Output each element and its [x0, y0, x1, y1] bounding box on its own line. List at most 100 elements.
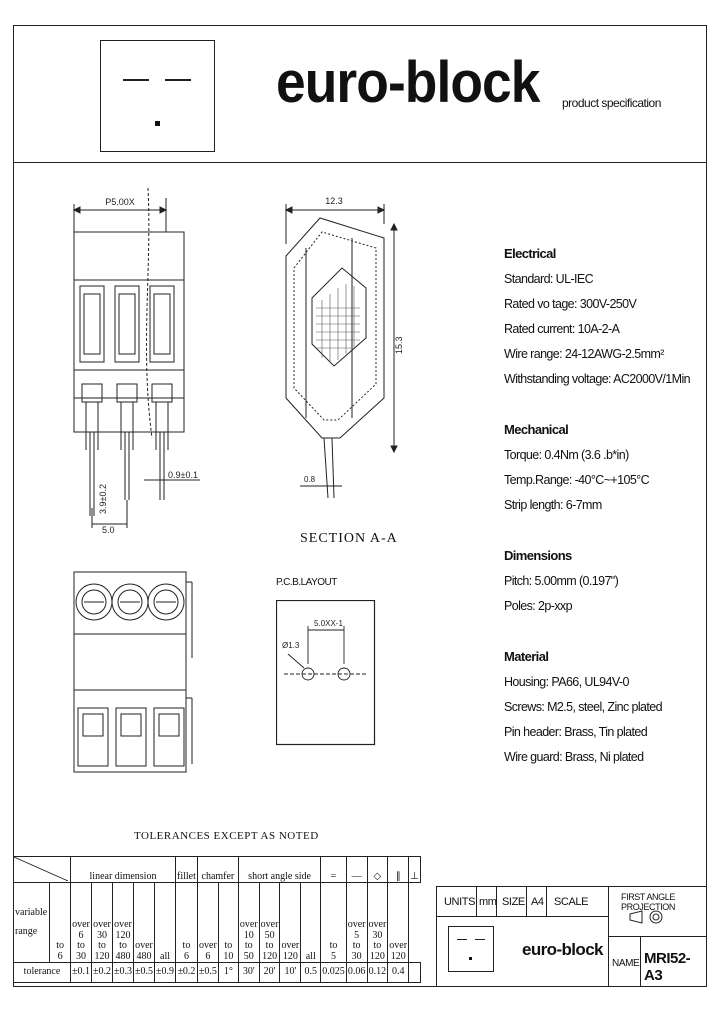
tolerance-range-line: to: [98, 940, 106, 951]
tolerance-range-line: 50: [264, 929, 275, 941]
tolerance-range-line: 10: [223, 950, 234, 962]
tolerance-value-cell: ±0.5: [133, 962, 155, 983]
logo-dot: [469, 957, 472, 960]
tolerance-value-cell: ±0.1: [70, 962, 92, 983]
pcb-hole-label: Ø1.3: [282, 641, 300, 650]
dim-pin-size-label: 0.9±0.1: [168, 470, 198, 480]
title-block-brand: euro-block: [522, 940, 604, 959]
section-view-drawing: 12.3 15.3 0.8: [284, 196, 404, 499]
tolerance-value-cell: 1°: [217, 962, 239, 983]
tolerance-row-label: variable range: [12, 882, 50, 963]
tolerance-range-line: over: [281, 940, 300, 951]
tolerance-range-line: over: [239, 919, 258, 930]
tolerance-range-line: to: [244, 940, 253, 951]
tolerance-range-line: 6: [183, 950, 189, 962]
tolerance-range-line: over: [260, 919, 279, 930]
spec-line: Strip length: 6-7mm: [504, 498, 602, 512]
tb-border: [436, 886, 707, 888]
logo-dot: [155, 121, 160, 126]
tolerance-range-line: 480: [136, 950, 152, 962]
tolerance-range-line: to: [119, 940, 127, 951]
dim-pitch-label: P5.00X: [105, 197, 135, 207]
row-label-line: variable: [15, 907, 48, 918]
tolerance-value-cell: 0.025: [320, 962, 347, 983]
part-name: MRI52-A3: [644, 950, 691, 984]
spec-line: Screws: M2.5, steel, Zinc plated: [504, 700, 663, 714]
tolerance-range-line: all: [305, 950, 316, 962]
tolerance-group-header: linear dimension: [70, 856, 176, 883]
spec-heading-electrical: Electrical: [504, 246, 556, 261]
projection-symbol-icon: [629, 910, 663, 924]
tolerance-value-cell: 0.4: [387, 962, 410, 983]
tolerance-range-cell: all: [300, 882, 322, 963]
spec-line: Rated vo tage: 300V-250V: [504, 297, 637, 311]
tolerance-range-line: over: [93, 919, 111, 930]
logo-dash: [165, 79, 191, 81]
logo-box: [100, 40, 215, 152]
tolerance-corner-cell: [13, 856, 71, 883]
tolerance-range-line: 30: [372, 929, 383, 941]
scale-label: SCALE: [554, 896, 589, 908]
tolerance-value-cell: 20': [258, 962, 281, 983]
tolerance-range-line: 120: [369, 950, 385, 962]
tolerance-range-line: 120: [390, 950, 406, 962]
tolerance-group-header: =: [320, 856, 347, 883]
tolerance-range-line: over: [368, 919, 387, 930]
pcb-layout-drawing: 5.0XX-1 Ø1.3: [276, 600, 376, 746]
tolerance-range-line: to: [373, 940, 382, 951]
spec-line: Wire guard: Brass, Ni plated: [504, 750, 644, 764]
front-view-drawing: P5.00X 5.0 0.9±0.1 3.9±0.2: [72, 188, 200, 535]
size-value: A4: [531, 896, 544, 908]
logo-dash: [123, 79, 149, 81]
tolerance-range-line: over: [347, 919, 366, 930]
title-block: UNITS mm SIZE A4 SCALE euro-block FIRST …: [436, 886, 707, 986]
name-label: NAME: [612, 958, 640, 969]
tb-border: [436, 886, 438, 986]
tolerance-value-cell: ±0.2: [175, 962, 198, 983]
units-value: mm: [479, 896, 497, 908]
tolerance-value-cell: ±0.3: [112, 962, 134, 983]
tolerance-range-line: to: [265, 940, 274, 951]
tolerance-range-line: 6: [78, 929, 84, 941]
tolerance-value-cell: 0.5: [300, 962, 322, 983]
header-divider: [13, 162, 707, 164]
tolerance-value-cell: ±0.5: [196, 962, 219, 983]
tolerance-value-cell: ±0.9: [154, 962, 176, 983]
tolerance-value-cell: 30': [237, 962, 260, 983]
tolerance-range-line: over: [389, 940, 408, 951]
tolerance-range-line: 120: [262, 950, 278, 962]
tolerance-range-line: 6: [57, 950, 63, 962]
tolerance-value-cell: 0.06: [345, 962, 368, 983]
tolerance-range-line: to: [224, 940, 233, 951]
size-label: SIZE: [502, 896, 525, 908]
dim-pin-small-label: 0.8: [304, 475, 316, 484]
tolerance-value-cell: [408, 962, 421, 983]
tolerance-range-line: 10: [243, 929, 254, 941]
section-label: SECTION A-A: [300, 531, 398, 546]
tolerance-title: TOLERANCES EXCEPT AS NOTED: [134, 830, 319, 842]
tolerance-range-line: over: [72, 919, 90, 930]
tolerance-range-line: 480: [115, 950, 131, 962]
title-block-logo: [448, 926, 494, 972]
tolerance-range-line: 5: [330, 950, 336, 962]
spec-line: Standard: UL-IEC: [504, 272, 594, 286]
dim-height-label: 15.3: [394, 336, 404, 354]
tolerance-group-header: —: [345, 856, 368, 883]
tolerance-group-header: ◇: [366, 856, 389, 883]
tb-border: [436, 916, 608, 918]
spec-line: Pin header: Brass, Tin plated: [504, 725, 648, 739]
logo-dash: [475, 939, 485, 941]
tolerance-group-header: ∥: [387, 856, 410, 883]
projection-label: FIRST ANGLE PROJECTION: [621, 892, 676, 912]
tolerance-range-line: 120: [115, 929, 131, 941]
tolerance-range-line: over: [114, 919, 132, 930]
